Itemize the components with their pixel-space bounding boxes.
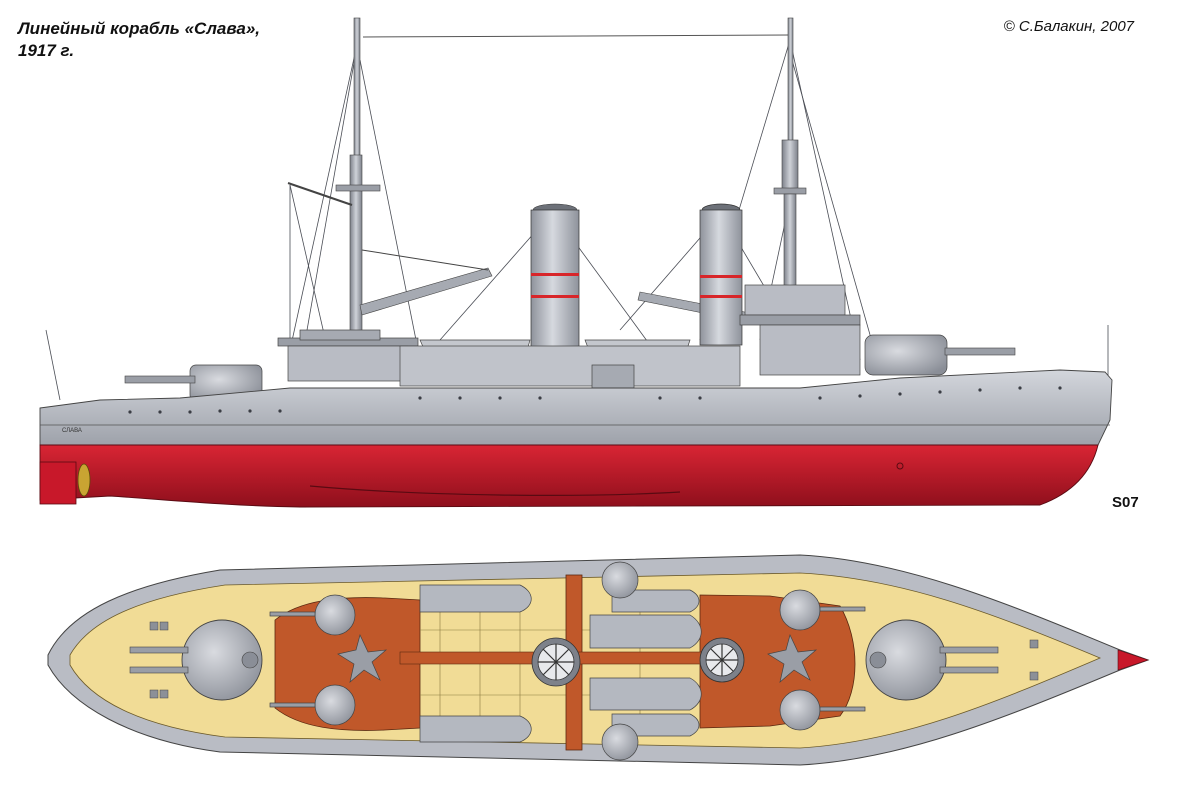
antenna-wire xyxy=(362,34,791,38)
portholes xyxy=(128,386,1062,414)
aft-bridge xyxy=(739,284,861,376)
fore-mast-base xyxy=(337,633,388,683)
main-mast-base xyxy=(767,633,818,683)
bow-tip xyxy=(1117,649,1149,671)
title-line-2: 1917 г. xyxy=(18,41,75,60)
fore-mast xyxy=(287,17,493,346)
aft-main-turret-side xyxy=(864,334,1016,376)
fore-funnel xyxy=(530,203,580,356)
fore-main-turret xyxy=(129,619,263,701)
title-line-1: Линейный корабль «Слава», xyxy=(18,19,261,38)
hull-name: СЛАВА xyxy=(62,428,82,434)
drawing-mark: S07 xyxy=(1112,494,1139,511)
fore-bridge xyxy=(277,329,419,382)
propeller xyxy=(77,463,91,497)
secondary-turrets xyxy=(269,561,866,761)
copyright-text: © С.Балакин, 2007 xyxy=(1003,18,1134,35)
aft-funnel-top xyxy=(699,637,745,683)
hull-underwater xyxy=(39,444,1099,508)
drawing-title: Линейный корабль «Слава», 1917 г. xyxy=(18,18,260,62)
rudder xyxy=(39,461,77,505)
fore-funnel-top xyxy=(531,637,581,687)
aft-funnel xyxy=(699,203,743,346)
plan-boats xyxy=(419,584,702,743)
aft-main-turret xyxy=(865,619,999,701)
central-superstructure xyxy=(399,345,741,387)
boat-crane-boom xyxy=(359,267,493,316)
bilge-keel xyxy=(309,485,681,496)
plan-view xyxy=(47,554,1150,766)
side-profile: СЛАВА xyxy=(39,17,1113,508)
deck-hatches xyxy=(149,621,1039,699)
